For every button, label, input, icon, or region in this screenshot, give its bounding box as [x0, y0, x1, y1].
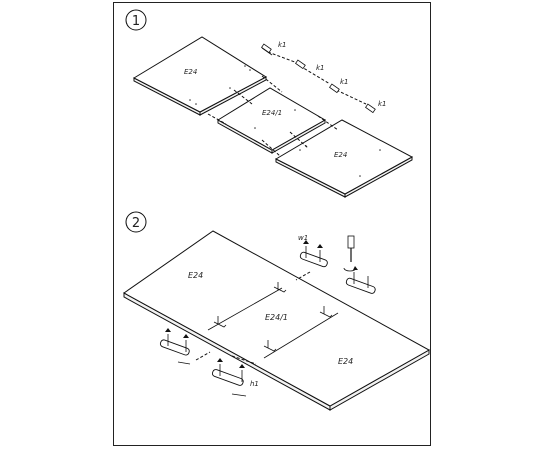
step-2-callout-w1: w1 [298, 234, 308, 242]
step-1-panel-middle: E24/1 [217, 87, 327, 154]
step-2-bracket-bottom-right: h1 [211, 358, 259, 397]
step-1-panel-right-label: E24 [334, 151, 347, 159]
step-1-fastener-1-label: k1 [278, 41, 287, 49]
step-1-badge [125, 9, 147, 31]
step-1-fastener-2-label: k1 [316, 64, 325, 72]
step-2-callout-h1: h1 [250, 380, 259, 388]
step-2-bracket-on-board-1 [273, 282, 287, 293]
step-2-panel-left-label: E24 [188, 271, 203, 280]
step-2-bracket-on-board-3 [319, 306, 333, 318]
step-1-number: 1 [132, 14, 140, 29]
step-2-bracket-on-board-4 [263, 340, 277, 352]
step-1-fastener-1: k1 [261, 41, 287, 56]
step-2-panel-right-label: E24 [338, 357, 353, 366]
step-1-panel-right: E24 [274, 119, 414, 198]
step-1-fastener-3: k1 [329, 78, 349, 94]
step-2-badge [125, 211, 147, 233]
step-1-fastener-3-label: k1 [340, 78, 349, 86]
step-2-bracket-on-board-2 [213, 316, 227, 328]
step-1-fastener-4-label: k1 [378, 100, 387, 108]
step-2-bracket-top-right [345, 272, 376, 294]
step-1-panel-left-label: E24 [184, 68, 197, 76]
step-1-fastener-4: k1 [365, 100, 387, 114]
step-2-bracket-top-left: w1 [298, 234, 328, 268]
step-1-panel-middle-label: E24/1 [262, 109, 282, 117]
step-2-screwdriver [343, 235, 358, 272]
step-1-fastener-2: k1 [295, 59, 325, 72]
step-2-panel-middle-label: E24/1 [265, 313, 288, 322]
step-1: 1 E24 E24/1 [125, 9, 414, 198]
step-2-assembled-board [123, 230, 431, 411]
step-2-bracket-bottom-left [159, 328, 191, 365]
instruction-frame [113, 2, 431, 446]
step-2: 2 E24 E24/1 E24 [123, 211, 431, 411]
step-2-dotted-guides [195, 271, 311, 365]
step-1-panel-left: E24 [132, 36, 268, 116]
step-2-number: 2 [132, 216, 140, 231]
